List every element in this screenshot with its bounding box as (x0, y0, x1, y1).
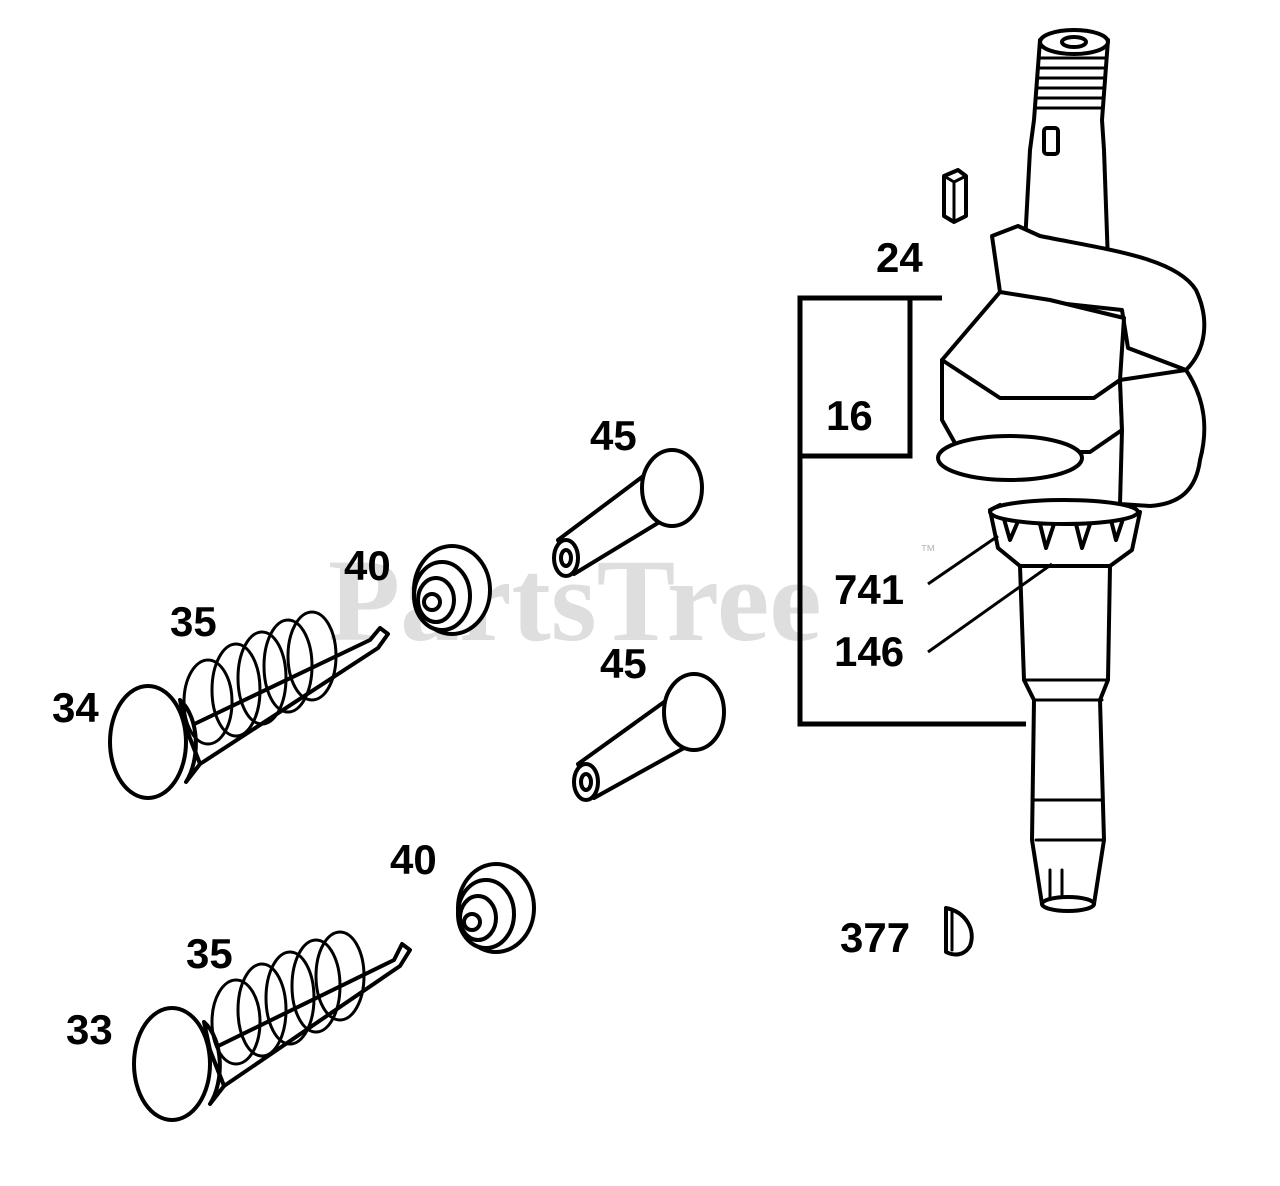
callout-33[interactable]: 33 (66, 1006, 113, 1053)
valve-spring-lower-part-35[interactable] (210, 930, 366, 1066)
intake-valve-part-33[interactable] (132, 942, 412, 1122)
callout-35-upper[interactable]: 35 (170, 598, 217, 645)
leader-146 (927, 562, 1053, 654)
callout-146[interactable]: 146 (834, 628, 904, 675)
kit-bracket-16 (797, 295, 1026, 727)
callout-45-upper[interactable]: 45 (590, 412, 637, 459)
watermark-trademark: ™ (920, 543, 936, 560)
spring-retainer-lower-part-40[interactable] (456, 862, 536, 954)
tappet-upper-part-45[interactable] (552, 448, 704, 578)
callout-40-lower[interactable]: 40 (390, 836, 437, 883)
callout-16[interactable]: 16 (826, 392, 873, 439)
spring-retainer-upper-part-40[interactable] (412, 544, 492, 636)
callout-40-upper[interactable]: 40 (344, 542, 391, 589)
callout-377[interactable]: 377 (840, 914, 910, 961)
woodruff-key-part-377[interactable] (944, 906, 974, 957)
valve-spring-upper-part-35[interactable] (182, 610, 338, 746)
callout-45-lower[interactable]: 45 (600, 640, 647, 687)
crankshaft[interactable] (936, 28, 1207, 913)
callout-35-lower[interactable]: 35 (186, 930, 233, 977)
leader-741 (927, 534, 999, 586)
callout-34[interactable]: 34 (52, 684, 99, 731)
callout-741[interactable]: 741 (834, 566, 904, 613)
callout-24[interactable]: 24 (876, 234, 923, 281)
tappet-lower-part-45[interactable] (572, 672, 726, 802)
key-part-24[interactable] (942, 168, 968, 224)
